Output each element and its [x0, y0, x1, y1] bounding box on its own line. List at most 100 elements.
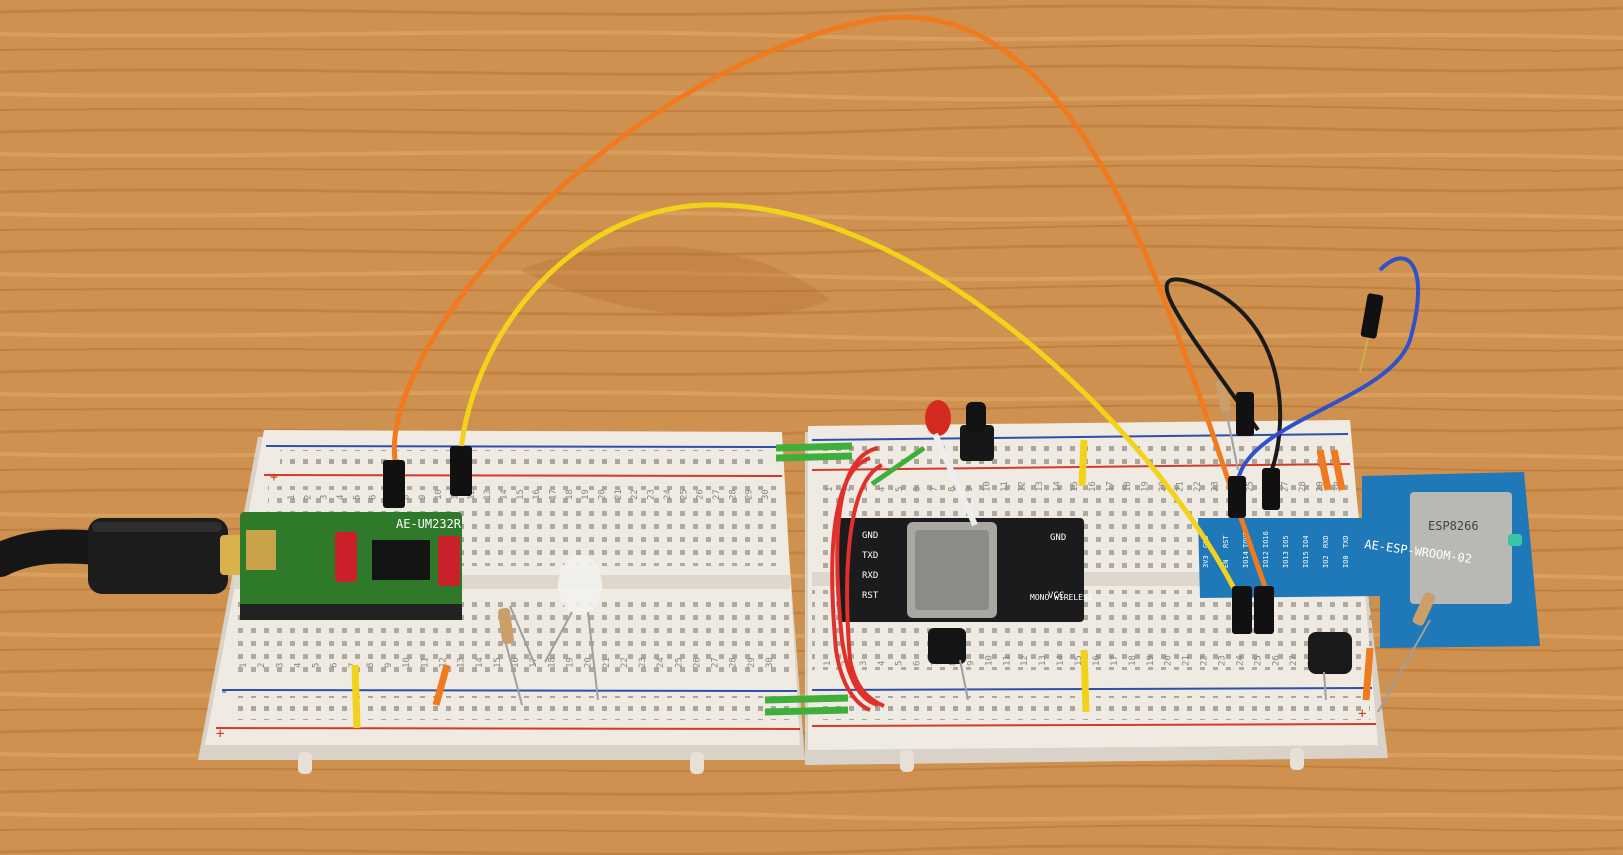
left-col-bottom-15: 15 — [493, 657, 503, 668]
right-col-bottom-6: 6 — [913, 661, 923, 666]
left-col-bottom-6: 6 — [330, 663, 340, 668]
right-col-bottom-11: 11 — [1002, 655, 1012, 666]
left-col-top-27: 27 — [712, 489, 722, 500]
right-col-top-19: 19 — [1140, 481, 1150, 492]
blue-wire — [1236, 256, 1420, 481]
left-col-top-19: 19 — [581, 489, 591, 500]
right-col-bottom-10: 10 — [984, 655, 994, 666]
left-col-bottom-3: 3 — [275, 663, 285, 668]
right-col-bottom-9: 9 — [966, 661, 976, 666]
left-col-bottom-30: 30 — [765, 657, 775, 668]
left-col-bottom-22: 22 — [620, 657, 630, 668]
resistor-esp — [1377, 592, 1436, 713]
right-col-top-5: 5 — [895, 487, 905, 492]
yellow-wire — [457, 202, 1243, 602]
twelite-pin-rxd: RXD — [862, 571, 878, 581]
left-col-top-29: 29 — [745, 489, 755, 500]
right-col-top-28: 28 — [1298, 481, 1308, 492]
left-col-bottom-26: 26 — [692, 657, 702, 668]
right-col-top-8: 8 — [948, 487, 958, 492]
right-col-bottom-17: 17 — [1110, 655, 1120, 666]
right-col-bottom-22: 22 — [1200, 655, 1210, 666]
left-col-bottom-10: 10 — [402, 657, 412, 668]
left-col-top-30: 30 — [761, 489, 771, 500]
left-col-top-21: 21 — [614, 489, 624, 500]
right-col-top-4: 4 — [878, 487, 888, 492]
esp-pin-io2: IO2 — [1322, 555, 1330, 568]
left-col-bottom-27: 27 — [711, 657, 721, 668]
left-col-top-23: 23 — [647, 489, 657, 500]
left-col-top-10: 10 — [434, 489, 444, 500]
left-rail-minus-bottom: - — [220, 684, 228, 700]
left-col-bottom-16: 16 — [511, 657, 521, 668]
right-col-top-11: 11 — [1000, 481, 1010, 492]
esp-pin-txd: TXD — [1342, 535, 1350, 548]
right-col-top-9: 9 — [965, 487, 975, 492]
right-col-bottom-16: 16 — [1092, 655, 1102, 666]
left-col-bottom-20: 20 — [584, 657, 594, 668]
right-col-top-14: 14 — [1053, 481, 1063, 492]
left-col-top-4: 4 — [336, 495, 346, 500]
tact-switch-right — [1308, 632, 1352, 701]
right-col-top-22: 22 — [1193, 481, 1203, 492]
left-col-bottom-24: 24 — [656, 657, 666, 668]
left-col-top-6: 6 — [369, 495, 379, 500]
red-wires — [830, 446, 885, 712]
right-col-bottom-21: 21 — [1182, 655, 1192, 666]
left-col-bottom-13: 13 — [457, 657, 467, 668]
uart-module-label: AE-UM232R — [396, 517, 462, 531]
left-breadboard: + - - + 12345678910111213141516171819202… — [198, 430, 805, 774]
dupont-connectors — [383, 293, 1384, 634]
left-col-bottom-19: 19 — [566, 657, 576, 668]
esp-pin-rst: RST — [1222, 535, 1230, 548]
right-col-bottom-12: 12 — [1020, 655, 1030, 666]
left-col-top-13: 13 — [483, 489, 493, 500]
left-col-top-25: 25 — [679, 489, 689, 500]
right-col-top-25: 25 — [1245, 481, 1255, 492]
left-col-top-26: 26 — [696, 489, 706, 500]
right-col-bottom-15: 15 — [1074, 655, 1084, 666]
left-col-top-14: 14 — [500, 489, 510, 500]
left-col-bottom-12: 12 — [439, 657, 449, 668]
left-col-bottom-28: 28 — [729, 657, 739, 668]
right-rail-plus-bottom: + — [1358, 706, 1366, 722]
right-col-top-23: 23 — [1210, 481, 1220, 492]
right-col-top-17: 17 — [1105, 481, 1115, 492]
left-col-bottom-9: 9 — [384, 663, 394, 668]
right-col-bottom-18: 18 — [1128, 655, 1138, 666]
right-col-bottom-4: 4 — [877, 661, 887, 666]
left-col-bottom-18: 18 — [547, 657, 557, 668]
right-col-top-20: 20 — [1158, 481, 1168, 492]
right-col-top-29: 29 — [1316, 481, 1326, 492]
left-col-top-15: 15 — [516, 489, 526, 500]
short-jumpers — [351, 439, 1374, 729]
left-col-bottom-2: 2 — [257, 663, 267, 668]
left-rail-minus-top: - — [270, 439, 278, 454]
right-col-bottom-24: 24 — [1235, 655, 1245, 666]
left-col-top-22: 22 — [630, 489, 640, 500]
right-col-bottom-23: 23 — [1218, 655, 1228, 666]
right-col-bottom-13: 13 — [1038, 655, 1048, 666]
right-col-top-16: 16 — [1088, 481, 1098, 492]
red-led — [925, 400, 978, 527]
left-col-top-24: 24 — [663, 489, 673, 500]
esp-pin-io16: IO16 — [1262, 531, 1270, 548]
twelite-pin-txd: TXD — [862, 551, 878, 561]
left-rail-plus-bottom: + — [216, 726, 224, 742]
esp-pin-io5: IO5 — [1282, 535, 1290, 548]
right-col-top-18: 18 — [1123, 481, 1133, 492]
right-col-top-2: 2 — [843, 487, 853, 492]
left-col-top-28: 28 — [728, 489, 738, 500]
twelite-pin-vcc: VCC — [1048, 591, 1064, 601]
left-col-bottom-29: 29 — [747, 657, 757, 668]
right-col-bottom-3: 3 — [859, 661, 869, 666]
esp-pin-en: EN — [1222, 560, 1230, 568]
left-col-bottom-21: 21 — [602, 657, 612, 668]
esp-pin-io13: IO13 — [1282, 551, 1290, 568]
right-col-top-15: 15 — [1070, 481, 1080, 492]
left-col-bottom-11: 11 — [420, 657, 430, 668]
left-col-bottom-25: 25 — [674, 657, 684, 668]
right-col-top-6: 6 — [913, 487, 923, 492]
